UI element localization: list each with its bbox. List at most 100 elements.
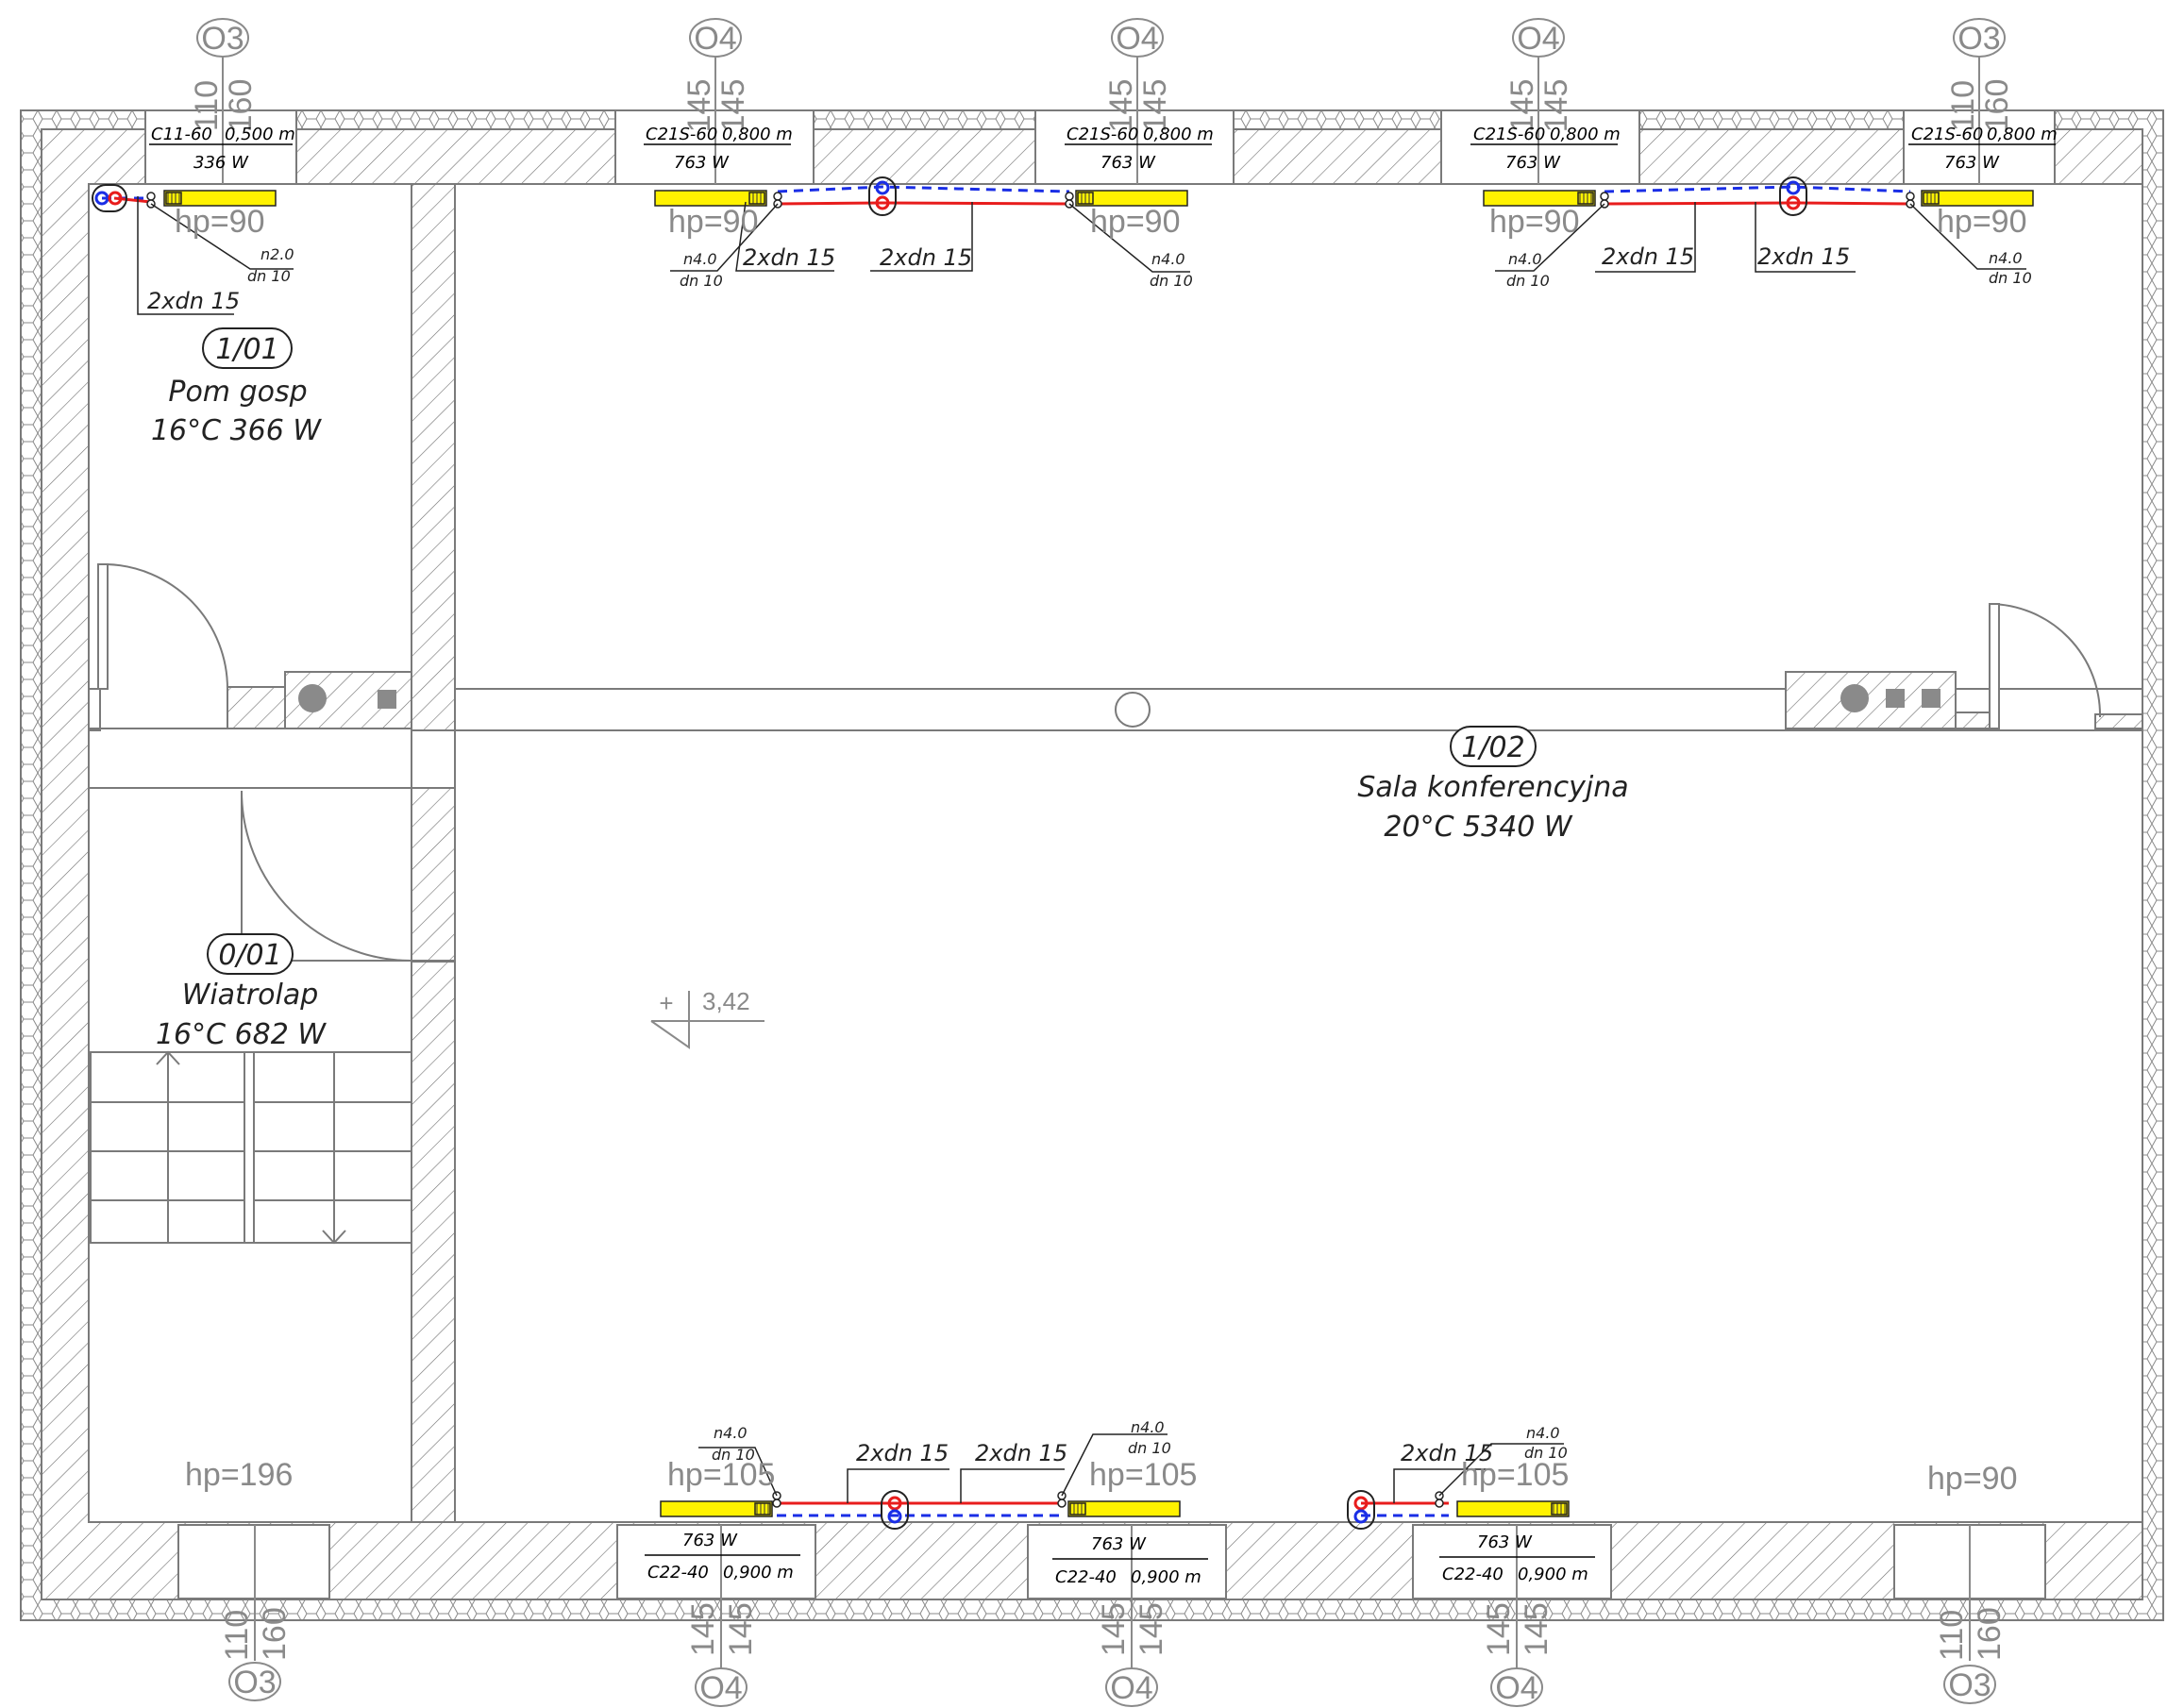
- radiator-top-3: [1075, 190, 1188, 207]
- svg-text:hp=90: hp=90: [1090, 204, 1181, 240]
- window-label-bottom-3: 763 W C22-40 0,900 m: [1439, 1532, 1595, 1584]
- svg-text:145: 145: [1519, 1602, 1554, 1656]
- room-label-1-01: 1/01 Pom gosp 16°C 366 W: [151, 327, 322, 447]
- svg-text:hp=105: hp=105: [1461, 1457, 1569, 1493]
- valve-labels: n2.0 dn 10 n4.0 dn 10 n4.0 dn 10 n4.0 dn…: [247, 245, 2032, 1464]
- svg-text:C21S-60: C21S-60: [1911, 125, 1983, 144]
- svg-text:hp=90: hp=90: [1489, 204, 1580, 240]
- svg-text:110: 110: [219, 1610, 255, 1661]
- svg-text:O3: O3: [201, 21, 244, 57]
- svg-text:160: 160: [1979, 79, 2015, 133]
- svg-text:hp=105: hp=105: [1089, 1457, 1197, 1493]
- svg-text:0/01: 0/01: [218, 939, 281, 972]
- window-labels-top: C11-60 0,500 m 336 W C21S-60 0,800 m 763…: [149, 125, 2058, 173]
- riser-top-left: [92, 184, 127, 212]
- riser-top-mid: [868, 176, 897, 216]
- radiator-top-1: [163, 190, 277, 207]
- window-label-top-3: C21S-60 0,800 m 763 W: [1065, 125, 1214, 173]
- radiator-top-5: [1921, 190, 2034, 207]
- svg-text:2xdn 15: 2xdn 15: [1602, 243, 1694, 270]
- valves: [146, 192, 1915, 1508]
- svg-text:16°C 682 W: 16°C 682 W: [156, 1018, 327, 1051]
- svg-text:dn 10: dn 10: [247, 267, 291, 285]
- axis-bottom-4: 145 145 O4: [1481, 1525, 1554, 1707]
- riser-bottom-right: [1347, 1490, 1375, 1530]
- svg-text:0,900 m: 0,900 m: [723, 1563, 794, 1582]
- svg-text:160: 160: [223, 79, 259, 133]
- radiator-bottom-1: [660, 1500, 773, 1517]
- axis-top-3: O4 145 145: [1103, 18, 1173, 184]
- svg-text:n4.0: n4.0: [683, 250, 717, 268]
- svg-text:2xdn 15: 2xdn 15: [147, 288, 240, 314]
- svg-text:0,800 m: 0,800 m: [1143, 125, 1214, 144]
- axis-top-4: O4 145 145: [1504, 18, 1574, 184]
- svg-text:n4.0: n4.0: [714, 1424, 748, 1442]
- pipe-risers: [92, 176, 1807, 1530]
- svg-text:n4.0: n4.0: [1151, 250, 1185, 268]
- svg-text:n4.0: n4.0: [1989, 249, 2023, 267]
- window-label-top-1: C11-60 0,500 m 336 W: [149, 125, 295, 173]
- svg-text:336 W: 336 W: [193, 153, 249, 173]
- svg-text:hp=90: hp=90: [1937, 204, 2027, 240]
- svg-text:16°C 366 W: 16°C 366 W: [151, 414, 322, 447]
- svg-text:3,42: 3,42: [702, 987, 750, 1015]
- svg-text:145: 145: [1096, 1602, 1132, 1656]
- radiators: [163, 190, 2034, 1517]
- svg-text:763 W: 763 W: [1100, 153, 1156, 173]
- radiator-bottom-2: [1067, 1500, 1181, 1517]
- radiator-bottom-3: [1456, 1500, 1570, 1517]
- svg-text:0,500 m: 0,500 m: [225, 125, 295, 144]
- svg-text:763 W: 763 W: [1091, 1534, 1147, 1554]
- svg-text:C22-40: C22-40: [647, 1563, 709, 1582]
- svg-text:763 W: 763 W: [1505, 153, 1561, 173]
- svg-text:0,800 m: 0,800 m: [722, 125, 793, 144]
- interior-structure: [88, 563, 2143, 1245]
- svg-text:145: 145: [1538, 79, 1574, 133]
- svg-text:160: 160: [1972, 1607, 2008, 1661]
- svg-text:O4: O4: [1495, 1670, 1537, 1706]
- axis-top-2: O4 145 145: [681, 18, 751, 184]
- svg-text:145: 145: [685, 1602, 721, 1656]
- svg-text:2xdn 15: 2xdn 15: [1401, 1440, 1493, 1466]
- svg-text:n4.0: n4.0: [1508, 250, 1542, 268]
- svg-text:C21S-60: C21S-60: [1473, 125, 1545, 144]
- axis-bottom-5: 110 160 O3: [1934, 1525, 2008, 1704]
- window-labels-bottom: 763 W C22-40 0,900 m 763 W C22-40 0,900 …: [645, 1531, 1595, 1587]
- svg-text:763 W: 763 W: [682, 1531, 738, 1550]
- svg-text:hp=105: hp=105: [667, 1457, 775, 1493]
- svg-text:145: 145: [1134, 1602, 1169, 1656]
- svg-text:145: 145: [681, 79, 717, 133]
- svg-text:O4: O4: [694, 21, 736, 57]
- riser-top-right: [1779, 176, 1807, 216]
- svg-text:1/01: 1/01: [215, 333, 278, 366]
- svg-text:110: 110: [189, 80, 225, 131]
- svg-text:763 W: 763 W: [674, 153, 730, 173]
- svg-text:O4: O4: [1517, 21, 1559, 57]
- axis-bottom-2: 145 145 O4: [685, 1525, 759, 1707]
- svg-text:0,900 m: 0,900 m: [1518, 1565, 1588, 1584]
- riser-bottom-mid: [881, 1490, 909, 1530]
- window-label-top-5: C21S-60 0,800 m 763 W: [1908, 125, 2058, 173]
- svg-text:Wiatrolap: Wiatrolap: [182, 979, 319, 1012]
- annotation-leaders: [137, 196, 2026, 1503]
- svg-text:110: 110: [1934, 1610, 1970, 1661]
- svg-text:Sala konferencyjna: Sala konferencyjna: [1357, 771, 1628, 804]
- svg-text:O3: O3: [233, 1665, 276, 1700]
- svg-text:+: +: [659, 989, 673, 1017]
- axis-top-5: O3 110 160: [1945, 18, 2015, 184]
- outer-walls: [20, 109, 2164, 1621]
- svg-text:C22-40: C22-40: [1055, 1567, 1117, 1587]
- svg-text:2xdn 15: 2xdn 15: [975, 1440, 1067, 1466]
- svg-text:2xdn 15: 2xdn 15: [880, 244, 972, 271]
- svg-text:dn 10: dn 10: [712, 1446, 755, 1464]
- svg-text:n2.0: n2.0: [260, 245, 294, 263]
- svg-text:C21S-60: C21S-60: [646, 125, 717, 144]
- svg-text:20°C 5340 W: 20°C 5340 W: [1384, 811, 1573, 844]
- svg-text:O3: O3: [1957, 21, 2000, 57]
- svg-text:hp=90: hp=90: [1927, 1461, 2018, 1497]
- svg-text:dn 10: dn 10: [1506, 272, 1550, 290]
- svg-text:0,800 m: 0,800 m: [1987, 125, 2058, 144]
- svg-text:hp=90: hp=90: [668, 204, 759, 240]
- radiator-top-4: [1483, 190, 1596, 207]
